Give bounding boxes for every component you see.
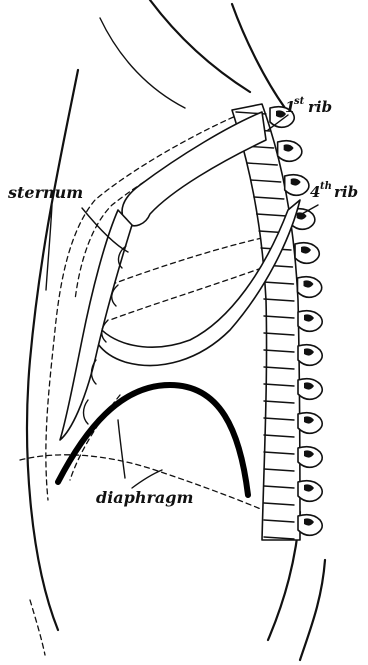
sternum-bone <box>60 210 132 440</box>
fourth-rib-number: 4 <box>310 183 320 201</box>
diaphragm-label: diaphragm <box>96 488 193 507</box>
first-rib-word: rib <box>308 98 332 116</box>
first-rib-superscript: st <box>294 96 305 107</box>
first-rib-label: 1 st rib <box>285 96 332 116</box>
fourth-rib-superscript: th <box>320 181 332 192</box>
first-rib <box>122 112 266 226</box>
fourth-rib-word: rib <box>334 183 358 201</box>
fourth-rib-label: 4 th rib <box>310 181 358 201</box>
sternum-label: sternum <box>7 183 83 202</box>
